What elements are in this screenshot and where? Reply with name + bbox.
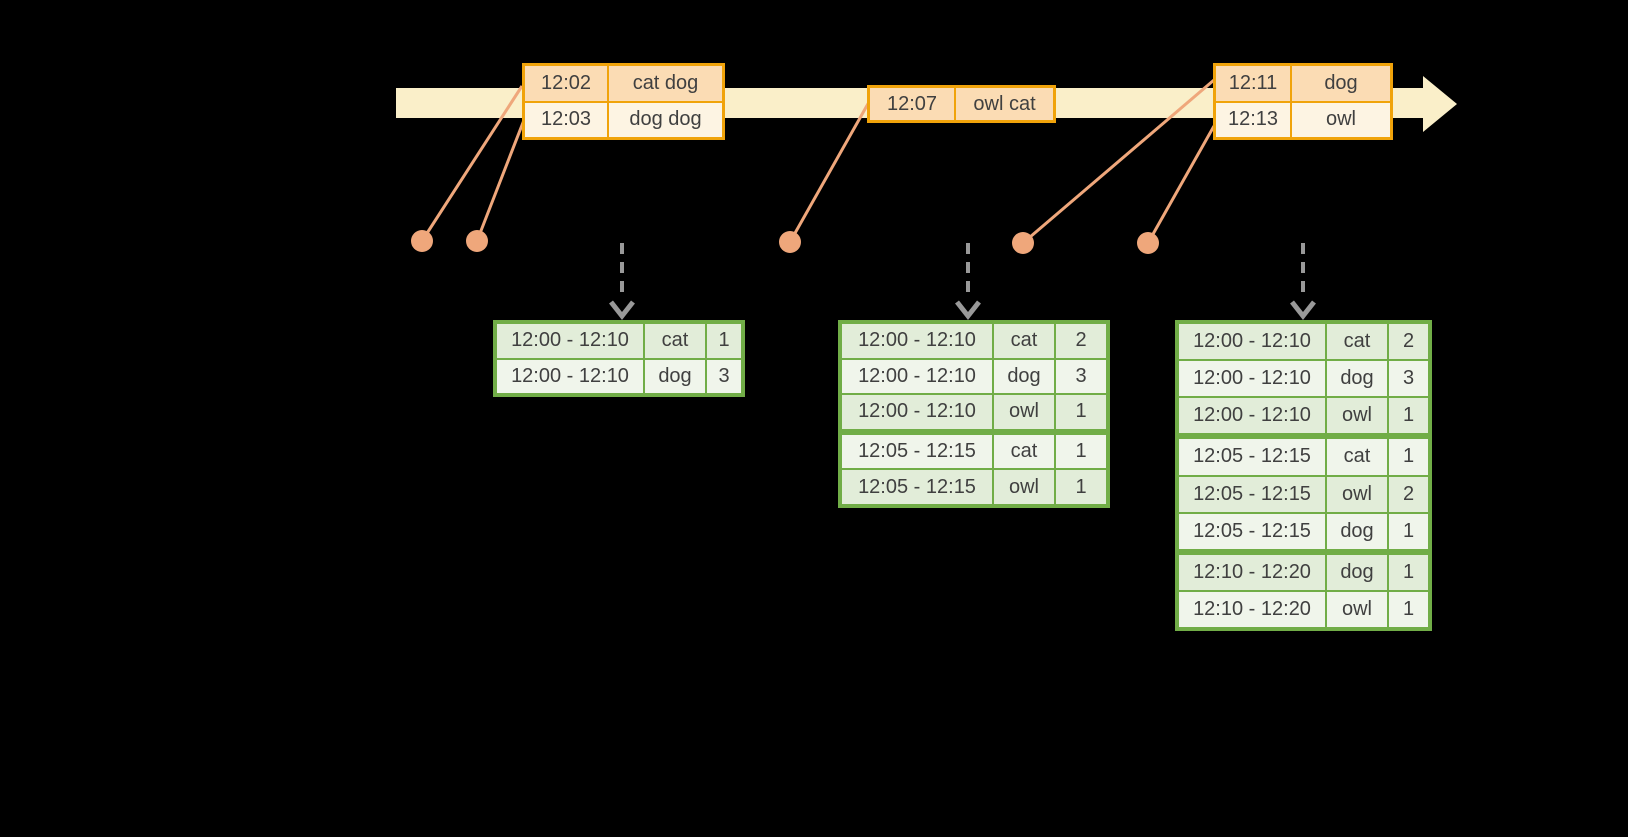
trigger-arrow [609, 243, 635, 321]
count-cell: 3 [1056, 359, 1106, 394]
window-cell: 12:00 - 12:10 [497, 359, 643, 393]
count-cell: 1 [1056, 434, 1106, 469]
event-connector-line [420, 85, 524, 242]
word-cell: dog [645, 359, 705, 393]
words-cell: dog [1292, 66, 1390, 101]
time-cell: 12:07 [870, 88, 954, 120]
count-cell: 1 [1056, 470, 1106, 504]
window-cell: 12:00 - 12:10 [842, 395, 992, 429]
word-cell: owl [994, 470, 1054, 504]
time-cell: 12:11 [1216, 66, 1290, 101]
window-cell: 12:00 - 12:10 [1179, 324, 1325, 360]
window-cell: 12:00 - 12:10 [497, 324, 643, 358]
event-dot [466, 230, 488, 252]
window-cell: 12:05 - 12:15 [1179, 513, 1325, 549]
count-cell: 1 [707, 324, 741, 358]
word-cell: owl [994, 395, 1054, 429]
event-dot [1012, 232, 1034, 254]
window-cell: 12:00 - 12:10 [1179, 361, 1325, 397]
count-cell: 1 [1389, 513, 1428, 549]
words-cell: cat dog [609, 66, 722, 101]
event-dot [411, 230, 433, 252]
word-cell: dog [994, 359, 1054, 394]
word-cell: dog [1327, 513, 1387, 549]
window-cell: 12:00 - 12:10 [842, 359, 992, 394]
words-cell: owl [1292, 102, 1390, 137]
word-cell: cat [1327, 439, 1387, 475]
words-cell: owl cat [956, 88, 1053, 120]
window-cell: 12:05 - 12:15 [842, 470, 992, 504]
word-cell: cat [645, 324, 705, 358]
window-cell: 12:10 - 12:20 [1179, 591, 1325, 627]
count-cell: 1 [1056, 395, 1106, 429]
window-cell: 12:05 - 12:15 [1179, 476, 1325, 512]
word-cell: dog [1327, 554, 1387, 590]
word-cell: cat [994, 324, 1054, 358]
event-dot [779, 231, 801, 253]
time-cell: 12:13 [1216, 102, 1290, 137]
word-cell: owl [1327, 476, 1387, 512]
window-cell: 12:10 - 12:20 [1179, 554, 1325, 590]
event-connector-line [475, 119, 526, 242]
word-cell: cat [994, 434, 1054, 469]
count-cell: 3 [707, 359, 741, 393]
word-cell: cat [1327, 324, 1387, 360]
count-cell: 2 [1389, 324, 1428, 360]
time-cell: 12:02 [525, 66, 607, 101]
words-cell: dog dog [609, 102, 722, 137]
count-cell: 1 [1389, 554, 1428, 590]
event-dot [1137, 232, 1159, 254]
word-cell: dog [1327, 361, 1387, 397]
window-cell: 12:05 - 12:15 [842, 434, 992, 469]
word-cell: owl [1327, 398, 1387, 434]
count-cell: 1 [1389, 398, 1428, 434]
count-cell: 1 [1389, 591, 1428, 627]
count-cell: 1 [1389, 439, 1428, 475]
trigger-arrow [955, 243, 981, 321]
window-cell: 12:00 - 12:10 [842, 324, 992, 358]
word-cell: owl [1327, 591, 1387, 627]
window-cell: 12:00 - 12:10 [1179, 398, 1325, 434]
time-cell: 12:03 [525, 102, 607, 137]
event-connector-line [788, 101, 871, 243]
event-connector-line [1146, 125, 1216, 244]
event-connector-line [1022, 78, 1215, 245]
trigger-arrow [1290, 243, 1316, 321]
count-cell: 2 [1389, 476, 1428, 512]
count-cell: 2 [1056, 324, 1106, 358]
count-cell: 3 [1389, 361, 1428, 397]
window-cell: 12:05 - 12:15 [1179, 439, 1325, 475]
